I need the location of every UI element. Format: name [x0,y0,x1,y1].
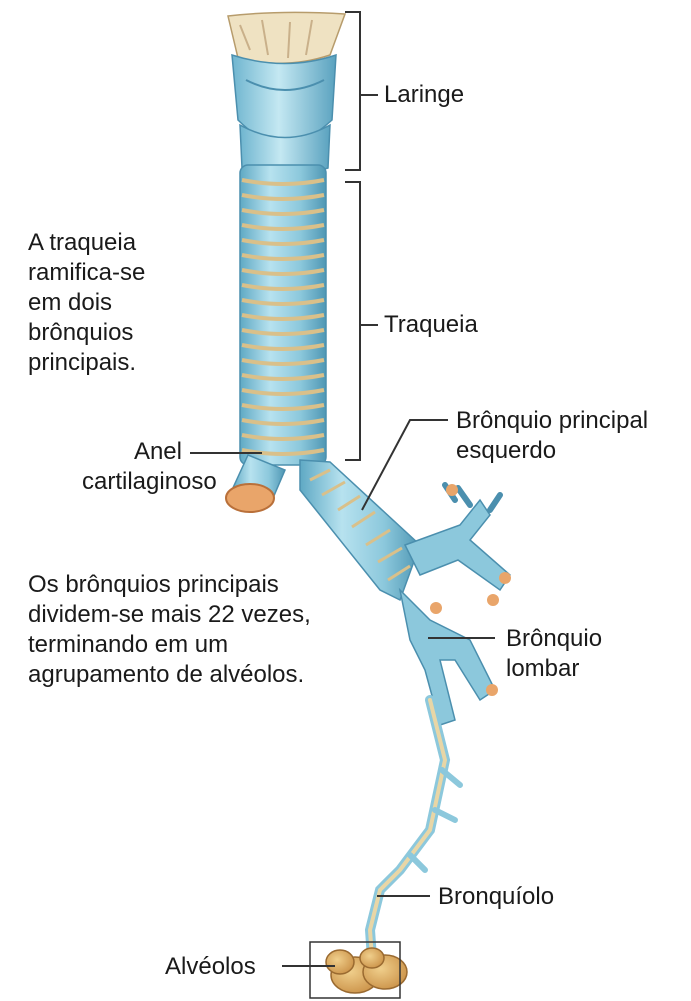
traqueia-bracket [345,182,378,460]
note-middle-line3: terminando em um [28,630,311,660]
bronquio-principal-leader [362,420,448,510]
larynx [228,12,345,175]
label-anel-line1: Anel [82,437,182,467]
note-bronquios-dividem: Os brônquios principais dividem-se mais … [28,570,311,690]
bronchiole-path [370,700,445,958]
laringe-bracket [345,12,378,170]
label-bronquio-lombar: Brônquio lombar [506,624,602,684]
left-main-bronchus [300,460,420,600]
note-top-line2: ramifica-se [28,258,145,288]
label-anel-line2: cartilaginoso [82,467,182,497]
note-middle-line1: Os brônquios principais [28,570,311,600]
lobar-bronchus [400,590,495,725]
label-bronquiolo: Bronquíolo [438,882,554,912]
note-top-line5: principais. [28,348,145,378]
label-bronquio-principal-line1: Brônquio principal [456,406,648,436]
label-alveolos: Alvéolos [165,952,256,982]
note-traqueia-ramifica: A traqueia ramifica-se em dois brônquios… [28,228,145,378]
label-traqueia: Traqueia [384,310,478,340]
label-anel-cartilaginoso: Anel cartilaginoso [82,437,182,497]
note-top-line3: em dois [28,288,145,318]
note-middle-line4: agrupamento de alvéolos. [28,660,311,690]
label-bronquio-principal-line2: esquerdo [456,436,648,466]
note-top-line4: brônquios [28,318,145,348]
note-middle-line2: dividem-se mais 22 vezes, [28,600,311,630]
alveoli-cluster [310,942,407,998]
label-bronquio-lombar-line2: lombar [506,654,602,684]
trachea [240,165,326,465]
label-bronquio-principal: Brônquio principal esquerdo [456,406,648,466]
lobar-branch-upper [405,500,510,590]
right-bronchus-cut-end [226,484,274,512]
label-bronquio-lombar-line1: Brônquio [506,624,602,654]
label-laringe: Laringe [384,80,464,110]
note-top-line1: A traqueia [28,228,145,258]
